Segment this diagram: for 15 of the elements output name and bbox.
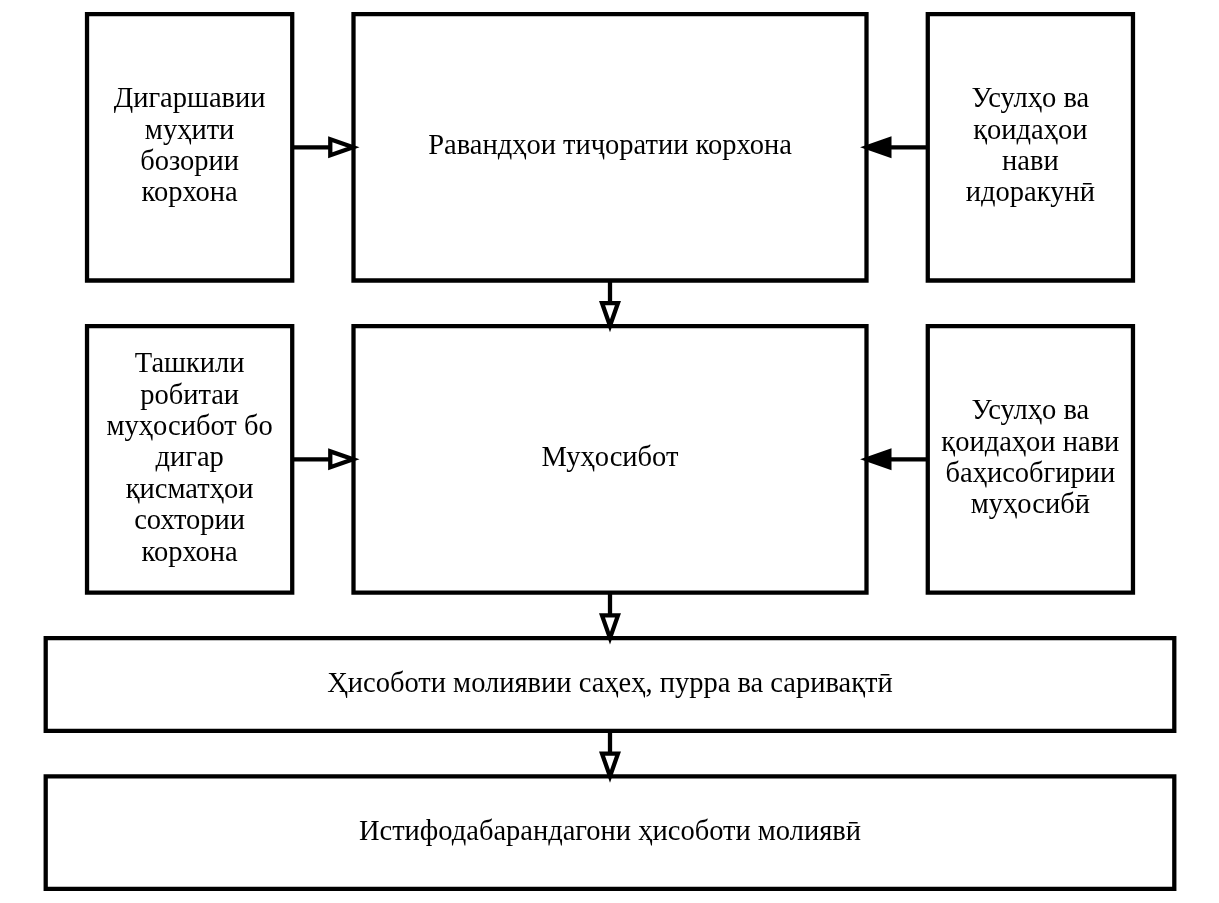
arrow [598,592,621,645]
node-box: Муҳосибот [350,323,869,595]
arrow [859,136,927,159]
arrow [291,448,360,471]
arrow [859,448,927,471]
node-box: Истифодабарандагони ҳисоботи молиявӣ [43,774,1176,892]
arrow [598,731,621,783]
node-box: Ҳисоботи молиявии саҳеҳ, пурра ва саривақтӣ [43,636,1176,733]
node-box: Ташкили робитаи муҳосибот бо дигар қисматҳои сохтории корхона [84,323,294,595]
node-box: Усулҳо ва қоидаҳои нави идоракунӣ [925,11,1135,283]
node-box: Дигаршавии муҳити бозории корхона [84,11,294,283]
arrow [598,280,621,333]
arrow [291,136,360,159]
node-box: Усулҳо ва қоидаҳои нави баҳисобгирии муҳосибӣ [925,323,1135,595]
node-box: Равандҳои тиҷоратии корхона [350,11,869,283]
